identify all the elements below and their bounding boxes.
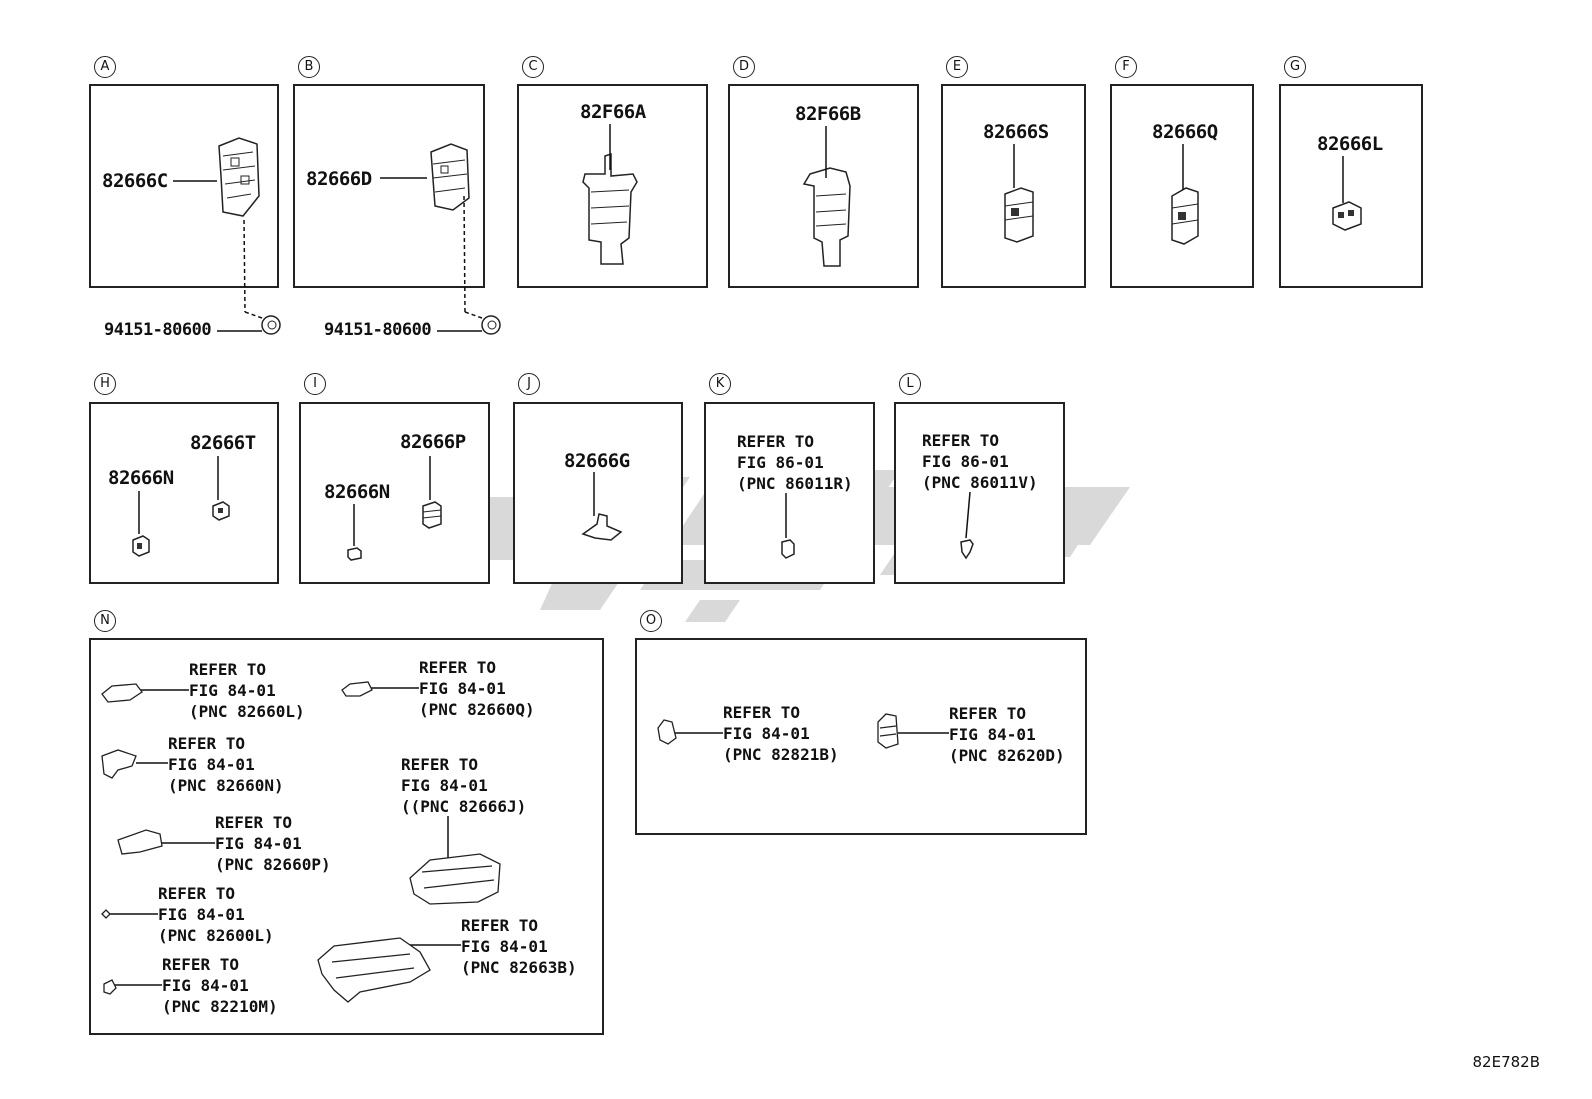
- panel-letter-n: N: [94, 610, 116, 632]
- panel-letter-i: I: [304, 373, 326, 395]
- panel-f: [1110, 84, 1254, 288]
- connector-82666d-drawing: [430, 143, 470, 211]
- panel-b: [293, 84, 485, 288]
- panel-o: [635, 638, 1087, 835]
- panel-letter-a: A: [94, 56, 116, 78]
- part-label-82666t: 82666T: [190, 432, 256, 454]
- panel-e: [941, 84, 1086, 288]
- panel-g: [1279, 84, 1423, 288]
- connector-82666c-drawing: [218, 137, 260, 217]
- connector-82666n-drawing-i: [347, 547, 362, 561]
- terminal-86011r-drawing: [781, 539, 795, 559]
- panel-letter-h: H: [94, 373, 116, 395]
- part-label-clip-a: 94151-80600: [104, 320, 212, 340]
- clip-icon-b: [481, 315, 501, 335]
- terminal-86011v-drawing: [960, 539, 974, 560]
- part-label-clip-b: 94151-80600: [324, 320, 432, 340]
- connector-82666p-drawing: [422, 501, 442, 529]
- connector-82666s-drawing: [1004, 187, 1034, 243]
- panel-letter-e: E: [946, 56, 968, 78]
- part-label-82666s: 82666S: [983, 121, 1049, 143]
- panel-letter-c: C: [522, 56, 544, 78]
- panel-letter-o: O: [640, 610, 662, 632]
- part-label-82f66a: 82F66A: [580, 101, 646, 123]
- panel-letter-g: G: [1284, 56, 1306, 78]
- connector-82666t-drawing: [212, 501, 230, 521]
- panel-letter-l: L: [899, 373, 921, 395]
- panel-i: [299, 402, 490, 584]
- connector-82666n-drawing-h: [132, 535, 150, 557]
- diagram-code: 82E782B: [1472, 1053, 1541, 1071]
- panel-c: [517, 84, 708, 288]
- part-label-82666q: 82666Q: [1152, 121, 1218, 143]
- connector-82666g-drawing: [581, 513, 623, 541]
- panel-letter-d: D: [733, 56, 755, 78]
- panel-j: [513, 402, 683, 584]
- part-label-82f66b: 82F66B: [795, 103, 861, 125]
- connector-82666l-drawing: [1332, 201, 1362, 231]
- bracket-82f66a-drawing: [582, 152, 638, 265]
- part-label-82666c: 82666C: [102, 170, 168, 192]
- panel-l: [894, 402, 1065, 584]
- clip-icon-a: [261, 315, 281, 335]
- part-label-82666g: 82666G: [564, 450, 630, 472]
- panel-letter-f: F: [1115, 56, 1137, 78]
- panel-a: [89, 84, 279, 288]
- panel-d: [728, 84, 919, 288]
- panel-k: [704, 402, 875, 584]
- part-label-82666n-h: 82666N: [108, 467, 174, 489]
- panel-letter-j: J: [518, 373, 540, 395]
- panel-h: [89, 402, 279, 584]
- part-label-82666d: 82666D: [306, 168, 372, 190]
- panel-letter-k: K: [709, 373, 731, 395]
- bracket-82f66b-drawing: [802, 167, 851, 267]
- connector-82666q-drawing: [1171, 187, 1199, 245]
- part-label-82666n-i: 82666N: [324, 481, 390, 503]
- part-label-82666l: 82666L: [1317, 133, 1383, 155]
- panel-letter-b: B: [298, 56, 320, 78]
- part-label-82666p: 82666P: [400, 431, 466, 453]
